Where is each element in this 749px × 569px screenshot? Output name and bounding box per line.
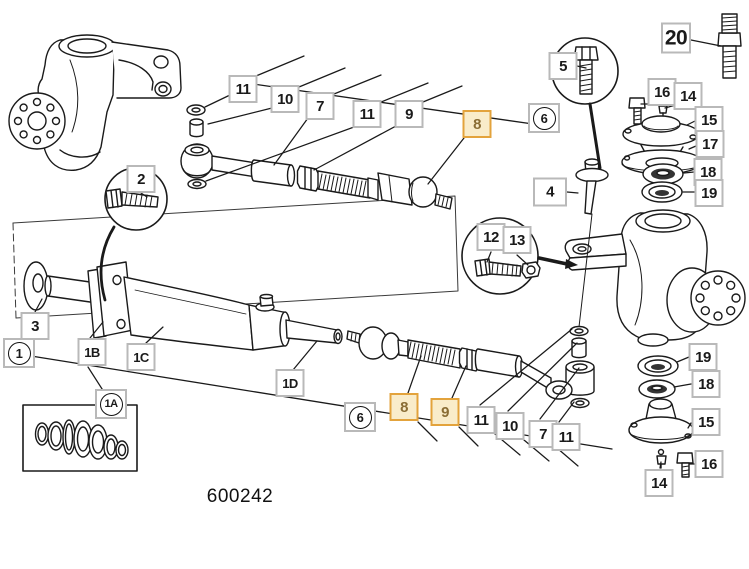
callout-1[interactable]: 1 — [3, 338, 35, 368]
callout-15[interactable]: 15 — [691, 408, 721, 436]
callout-11[interactable]: 11 — [352, 100, 382, 128]
callout-11[interactable]: 11 — [228, 75, 258, 103]
callout-6[interactable]: 6 — [344, 402, 376, 432]
callout-11[interactable]: 11 — [466, 406, 496, 434]
callout-16[interactable]: 16 — [694, 450, 724, 478]
callout-label: 6 — [348, 405, 372, 429]
callout-6[interactable]: 6 — [528, 103, 560, 133]
steering-cylinder-drawing — [23, 261, 343, 351]
callout-label: 1A — [99, 392, 123, 416]
callout-9[interactable]: 9 — [430, 398, 460, 426]
callout-8[interactable]: 8 — [389, 393, 419, 421]
callout-12[interactable]: 12 — [476, 223, 506, 251]
top-tie-rod-drawing — [180, 104, 453, 210]
callout-20[interactable]: 20 — [661, 22, 691, 54]
callout-1D[interactable]: 1D — [275, 369, 305, 397]
callout-1C[interactable]: 1C — [126, 343, 156, 371]
callout-10[interactable]: 10 — [495, 412, 525, 440]
callout-14[interactable]: 14 — [673, 82, 703, 110]
callout-13[interactable]: 13 — [502, 226, 532, 254]
top-kingpin-cap-stack — [621, 13, 742, 203]
part-number: 600242 — [206, 486, 274, 507]
callout-5[interactable]: 5 — [548, 52, 578, 80]
callout-label: 1 — [7, 341, 31, 365]
callout-1B[interactable]: 1B — [77, 338, 107, 366]
right-knuckle-drawing — [564, 209, 746, 347]
callout-19[interactable]: 19 — [694, 179, 724, 207]
callout-17[interactable]: 17 — [695, 130, 725, 158]
callout-16[interactable]: 16 — [647, 78, 677, 106]
bushing-stack-drawing — [565, 325, 595, 409]
callout-18[interactable]: 18 — [691, 370, 721, 398]
callout-10[interactable]: 10 — [270, 85, 300, 113]
callout-7[interactable]: 7 — [305, 92, 335, 120]
seal-kit-drawing — [22, 404, 138, 472]
callout-19[interactable]: 19 — [688, 343, 718, 371]
callout-9[interactable]: 9 — [394, 100, 424, 128]
callout-8[interactable]: 8 — [462, 110, 492, 138]
callout-4[interactable]: 4 — [533, 177, 567, 207]
callout-11[interactable]: 11 — [551, 423, 581, 451]
callout-1A[interactable]: 1A — [95, 389, 127, 419]
bottom-tie-rod-drawing — [346, 326, 573, 400]
callout-2[interactable]: 2 — [126, 165, 156, 193]
callout-14[interactable]: 14 — [644, 469, 674, 497]
callout-label: 6 — [532, 106, 556, 130]
callout-3[interactable]: 3 — [20, 312, 50, 340]
bottom-kingpin-cap-stack — [628, 355, 694, 478]
left-knuckle-drawing — [8, 34, 182, 171]
callout-15[interactable]: 15 — [694, 106, 724, 134]
